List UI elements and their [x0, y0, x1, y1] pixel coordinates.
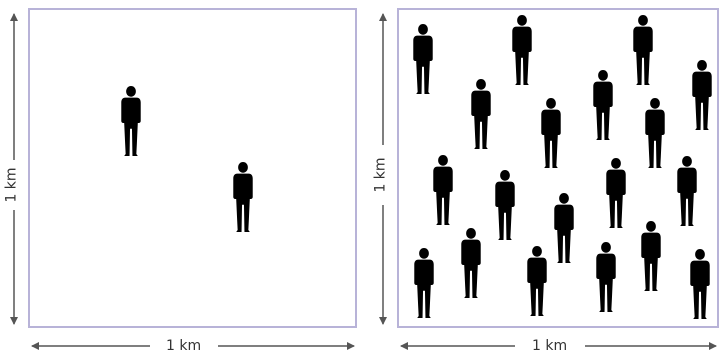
right-height-label: 1 km — [372, 157, 389, 193]
person-silhouette-icon — [593, 70, 613, 140]
person-silhouette-icon — [554, 193, 574, 263]
person-silhouette-icon — [633, 15, 653, 85]
person-silhouette-icon — [512, 15, 532, 85]
person-silhouette-icon — [413, 24, 433, 94]
person-silhouette-icon — [596, 242, 616, 312]
left-width-label: 1 km — [166, 338, 202, 354]
person-silhouette-icon — [645, 98, 665, 168]
person-silhouette-icon — [414, 248, 434, 318]
person-silhouette-icon — [690, 249, 710, 319]
person-silhouette-icon — [121, 86, 141, 156]
right-width-label: 1 km — [532, 338, 568, 354]
person-silhouette-icon — [641, 221, 661, 291]
person-silhouette-icon — [541, 98, 561, 168]
person-silhouette-icon — [461, 228, 481, 298]
person-silhouette-icon — [606, 158, 626, 228]
left-square-area — [28, 8, 357, 328]
person-silhouette-icon — [527, 246, 547, 316]
person-silhouette-icon — [677, 156, 697, 226]
person-silhouette-icon — [495, 170, 515, 240]
left-height-label: 1 km — [3, 167, 20, 203]
person-silhouette-icon — [433, 155, 453, 225]
person-silhouette-icon — [692, 60, 712, 130]
person-silhouette-icon — [471, 79, 491, 149]
person-silhouette-icon — [233, 162, 253, 232]
